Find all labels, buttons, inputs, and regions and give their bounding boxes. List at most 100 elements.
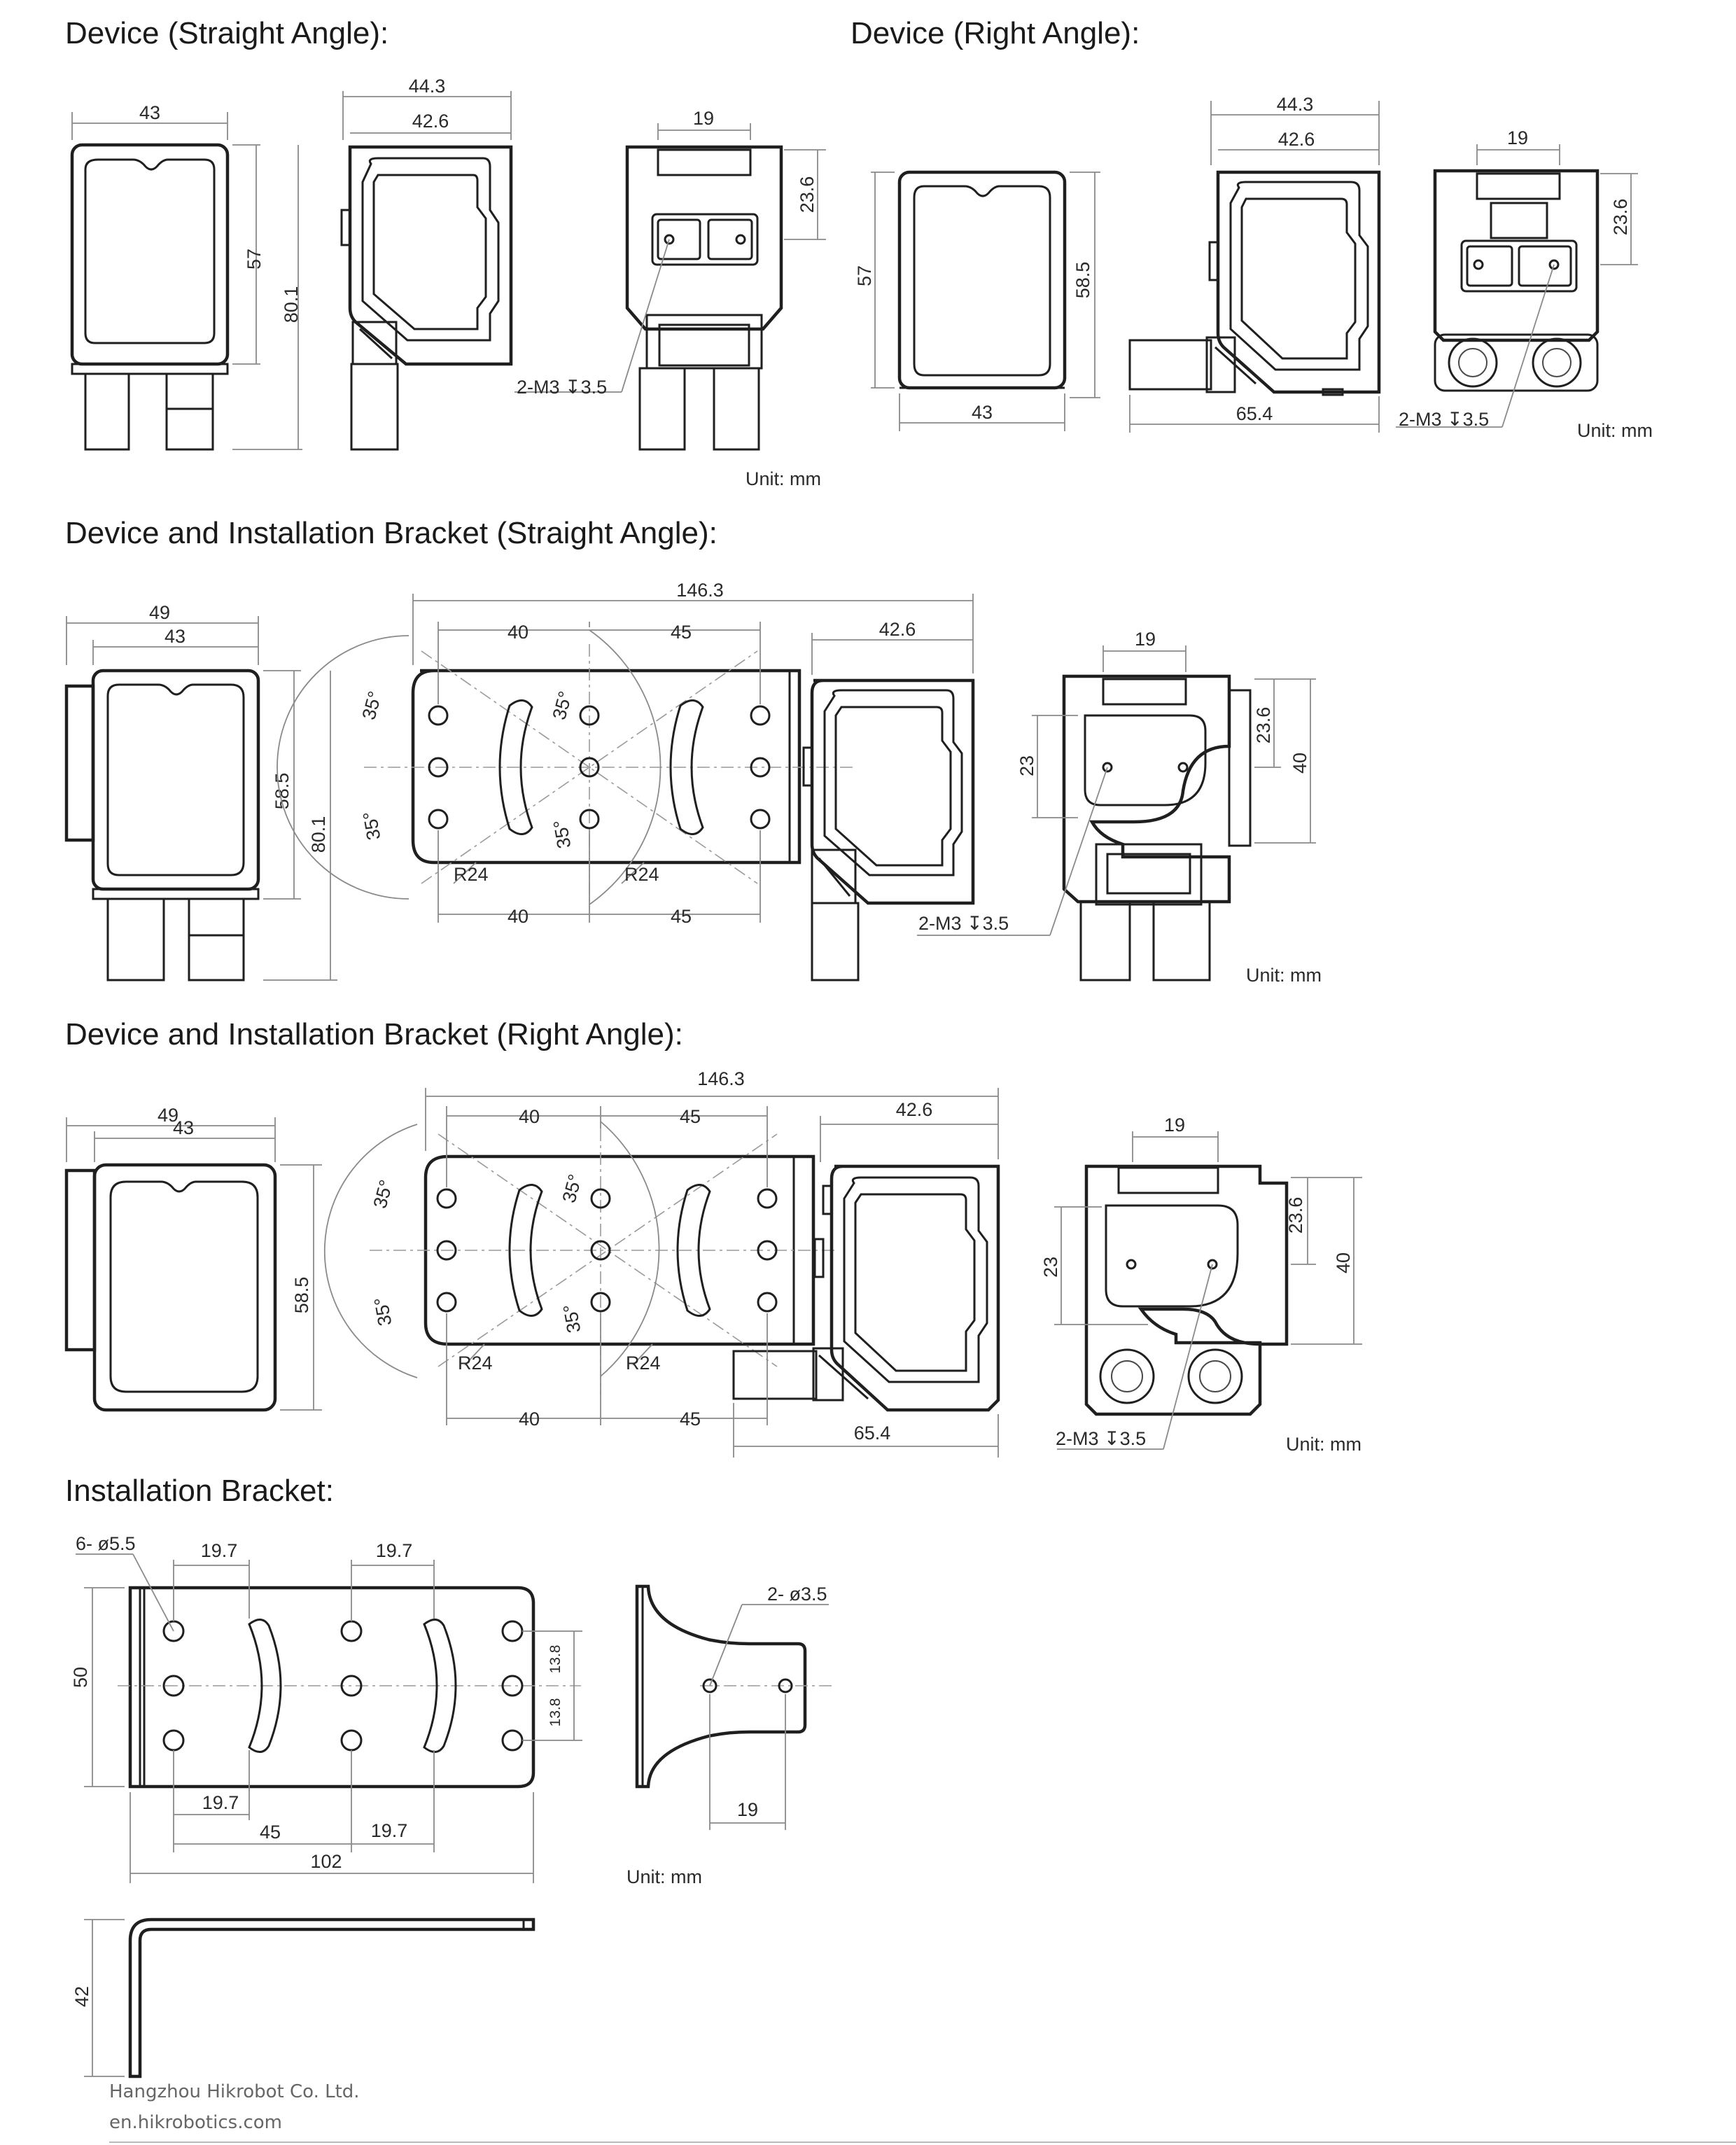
bracket-profile-view: 42: [71, 1917, 536, 2078]
front-view: 49 43 58.5 80.1: [64, 602, 337, 981]
dim-spacing: 40: [519, 1106, 540, 1127]
company-name: Hangzhou Hikrobot Co. Ltd.: [109, 2081, 360, 2102]
dim-spacing: 45: [671, 906, 692, 927]
screw-label: 2-M3 ↧3.5: [517, 377, 607, 398]
section-device-right: Device (Right Angle): 57 58.5 43: [850, 16, 1653, 441]
back-view: 19 23 23.6 40 2-M3 ↧3.5: [1040, 1115, 1362, 1450]
section-title: Device and Installation Bracket (Straigh…: [65, 516, 718, 550]
angle-label: 35°: [370, 1178, 398, 1210]
front-view: 49 43 58.5: [64, 1105, 322, 1412]
back-view: 19 23 23.6 40 2-M3 ↧3.5: [917, 629, 1316, 981]
angle-label: 35°: [549, 689, 577, 722]
dim-back-top: 19: [1164, 1115, 1185, 1136]
front-view: 43 57 80.1: [70, 102, 302, 451]
dim-height: 58.5: [1072, 262, 1093, 299]
dim-side-inner: 42.6: [412, 111, 449, 132]
screw-label: 2-M3 ↧3.5: [1056, 1428, 1146, 1449]
dim-back-top: 19: [1507, 127, 1528, 148]
dim-back-top: 19: [1135, 629, 1156, 650]
dim-device-width: 42.6: [896, 1099, 933, 1120]
dim-side-length: 65.4: [1236, 403, 1273, 424]
dim-height: 58.5: [291, 1277, 312, 1314]
dim-back-top: 19: [693, 108, 714, 129]
dim-bottom-2: 45: [260, 1822, 281, 1843]
angle-label: 35°: [550, 818, 575, 850]
screw-label: 2-M3 ↧3.5: [918, 913, 1009, 934]
dim-height: 80.1: [281, 286, 302, 323]
section-installation-bracket: Installation Bracket: 19.7 19.: [65, 1474, 833, 2078]
dim-back-height: 23.6: [797, 176, 818, 214]
dim-height: 80.1: [308, 816, 329, 853]
dim-width: 43: [139, 102, 160, 123]
dim-top-1: 19.7: [201, 1540, 238, 1561]
angle-label: 35°: [559, 1303, 585, 1334]
unit-label: Unit: mm: [626, 1866, 702, 1887]
dim-spacing: 45: [680, 1106, 701, 1127]
dim-width: 49: [158, 1105, 178, 1126]
radius-label: R24: [458, 1353, 493, 1374]
dim-pitch-1: 13.8: [547, 1645, 564, 1674]
front-view: 57 58.5 43: [854, 170, 1100, 431]
dim-back-height-2: 23: [1040, 1257, 1061, 1278]
unit-label: Unit: mm: [1286, 1434, 1362, 1455]
dim-height: 50: [70, 1667, 91, 1688]
holes-label: 6- ø5.5: [76, 1533, 136, 1554]
unit-label: Unit: mm: [746, 468, 821, 489]
dim-height-inner: 57: [854, 265, 875, 286]
side-view: 44.3 42.6: [340, 76, 513, 451]
dim-top-2: 19.7: [376, 1540, 413, 1561]
dim-width-inner: 43: [164, 626, 186, 647]
section-bracket-right: Device and Installation Bracket (Right A…: [64, 1017, 1362, 1458]
dim-total: 146.3: [697, 1068, 745, 1089]
dim-width: 43: [972, 402, 993, 423]
unit-label: Unit: mm: [1246, 965, 1322, 986]
dim-bottom-1: 19.7: [202, 1792, 239, 1813]
section-title: Device (Straight Angle):: [65, 16, 388, 50]
side-holes-label: 2- ø3.5: [767, 1584, 827, 1605]
dim-device-length: 65.4: [854, 1423, 891, 1444]
section-title: Installation Bracket:: [65, 1474, 334, 1508]
bracket-plan-view: 35° 35° 35° 35° R24 R24 146.3 40 45: [276, 580, 975, 981]
dim-device-width: 42.6: [879, 619, 916, 640]
radius-label: R24: [626, 1353, 661, 1374]
dim-width: 49: [149, 602, 170, 623]
dim-spacing: 40: [519, 1409, 540, 1430]
footer: Hangzhou Hikrobot Co. Ltd. en.hikrobotic…: [109, 2081, 1736, 2143]
bracket-plan-view: 35° 35° 35° 35° R24 R24 146.3 40 45: [323, 1068, 1000, 1458]
angle-label: 35°: [359, 810, 385, 841]
angle-label: 35°: [370, 1296, 396, 1327]
dim-back-total: 40: [1333, 1252, 1354, 1273]
section-device-straight: Device (Straight Angle): 43 57 80.1: [65, 16, 826, 489]
dim-back-height: 23.6: [1285, 1197, 1306, 1234]
dim-side-total: 44.3: [1277, 94, 1314, 115]
angle-label: 35°: [559, 1172, 587, 1205]
dim-profile-height: 42: [71, 1986, 92, 2007]
unit-label: Unit: mm: [1577, 420, 1653, 441]
dim-spacing: 40: [507, 906, 528, 927]
dim-side-inner: 42.6: [1278, 129, 1315, 150]
dim-back-height: 23.6: [1610, 199, 1631, 236]
dim-spacing: 45: [671, 622, 692, 643]
dim-side-spacing: 19: [737, 1799, 758, 1820]
bracket-top-view: 19.7 19.7 6- ø5.5 50 13.8 13.8 19.7 45 1…: [70, 1533, 582, 1883]
dim-spacing: 45: [680, 1409, 701, 1430]
back-view: 19 23.6 2-M3 ↧3.5: [514, 108, 826, 451]
section-bracket-straight: Device and Installation Bracket (Straigh…: [64, 516, 1322, 986]
website: en.hikrobotics.com: [109, 2112, 282, 2133]
section-title: Device (Right Angle):: [850, 16, 1140, 50]
screw-label: 2-M3 ↧3.5: [1399, 409, 1489, 430]
section-title: Device and Installation Bracket (Right A…: [65, 1017, 683, 1051]
dim-back-height-2: 23: [1016, 755, 1037, 776]
dim-total: 102: [310, 1851, 342, 1872]
dim-back-total: 40: [1289, 753, 1310, 774]
dim-width-inner: 43: [173, 1117, 194, 1138]
dim-pitch-2: 13.8: [547, 1698, 564, 1727]
dim-side-total: 44.3: [409, 76, 446, 97]
dim-spacing: 40: [507, 622, 528, 643]
side-view: 44.3 42.6 65.4: [1128, 94, 1381, 433]
radius-label: R24: [624, 864, 659, 885]
bracket-side-view: 2- ø3.5 19: [635, 1584, 833, 1830]
dim-total: 146.3: [676, 580, 724, 601]
radius-label: R24: [454, 864, 489, 885]
